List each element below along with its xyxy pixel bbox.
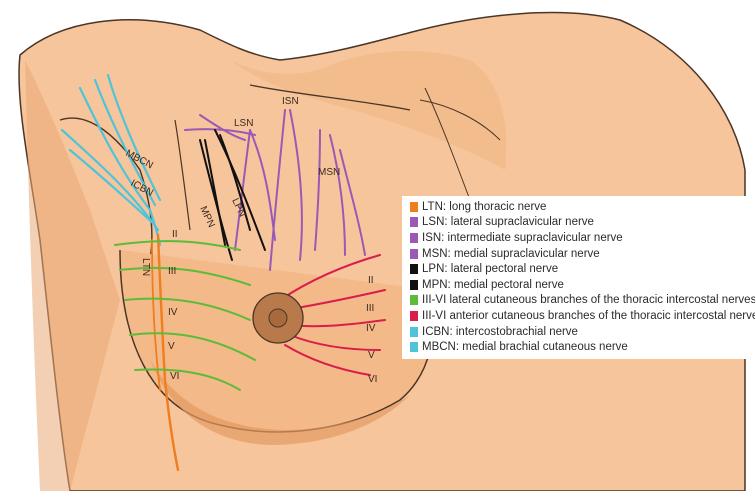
anterior-branch [279, 254, 381, 301]
lateral-branch [119, 266, 251, 286]
lateral-branch [114, 240, 241, 251]
legend-item: MBCN: medial brachial cutaneous nerve [410, 339, 754, 355]
rib-label-lateral: VI [170, 371, 179, 382]
legend-swatch [410, 295, 418, 306]
lpn-branch [214, 129, 266, 251]
legend-item: MPN: medial pectoral nerve [410, 277, 754, 293]
chest-fold [174, 119, 191, 231]
axilla-fold [59, 117, 153, 261]
legend-text: LSN: lateral supraclavicular nerve [422, 216, 594, 229]
msn-branch [314, 129, 321, 251]
legend-swatch [410, 326, 418, 337]
nipple [268, 308, 288, 328]
rib-label-anterior: IV [366, 323, 376, 334]
lsn-branch [199, 114, 246, 141]
legend-swatch [410, 279, 418, 290]
rib-label-anterior: V [368, 350, 375, 361]
legend-item: III-VI anterior cutaneous branches of th… [410, 308, 755, 324]
legend-swatch [410, 342, 418, 353]
legend-text: MBCN: medial brachial cutaneous nerve [422, 341, 628, 354]
rib-label-lateral: III [168, 266, 176, 277]
lateral-branch [124, 297, 251, 321]
sternal-notch-line [424, 87, 471, 201]
rib-label-anterior: II [368, 275, 374, 286]
legend-item: MSN: medial supraclavicular nerve [410, 246, 754, 262]
legend-item: LTN: long thoracic nerve [410, 199, 754, 215]
icbn-branch [68, 148, 157, 227]
anterior-branch [284, 344, 371, 376]
anterior-branch [289, 334, 381, 351]
rib-label-anterior: III [366, 303, 374, 314]
label-isn: ISN [282, 96, 299, 107]
legend-item: LPN: lateral pectoral nerve [410, 261, 754, 277]
clavicle-line [249, 84, 411, 111]
legend-swatch [410, 264, 418, 275]
rib-label-lateral: IV [168, 307, 178, 318]
inframammary-shade [150, 360, 410, 445]
rib-label-lateral: II [172, 229, 178, 240]
mpn-branch [204, 139, 226, 246]
rib-label-lateral: V [168, 341, 175, 352]
legend-text: MSN: medial supraclavicular nerve [422, 247, 600, 260]
neck-shade [230, 50, 507, 171]
mbcn-branch [78, 86, 152, 212]
label-msn: MSN [318, 167, 340, 178]
legend-swatch [410, 232, 418, 243]
mbcn-branch [93, 78, 157, 207]
legend-item: ICBN: intercostobrachial nerve [410, 324, 754, 340]
msn-branch [329, 134, 346, 256]
legend-swatch [410, 201, 418, 212]
icbn-branch [60, 128, 160, 232]
arm-shade [25, 60, 120, 491]
legend-item: LSN: lateral supraclavicular nerve [410, 215, 754, 231]
lateral-branch [129, 332, 256, 361]
isn-branch [269, 109, 286, 271]
legend-text: LTN: long thoracic nerve [422, 200, 547, 213]
mbcn-icbn-nerves [60, 73, 162, 247]
legend-item: III-VI lateral cutaneous branches of the… [410, 293, 755, 309]
legend-text: ISN: intermediate supraclavicular nerve [422, 231, 623, 244]
legend-text: LPN: lateral pectoral nerve [422, 263, 559, 276]
mbcn-branch [106, 73, 162, 202]
msn-branch [339, 149, 366, 256]
ltn-nerve [156, 233, 180, 472]
ltn-nerve-2 [151, 239, 161, 391]
legend-text: ICBN: intercostobrachial nerve [422, 325, 578, 338]
legend-swatch [410, 248, 418, 259]
clavicle-line-2 [419, 99, 501, 141]
legend: LTN: long thoracic nerve LSN: lateral su… [402, 196, 755, 359]
lateral-branch [134, 368, 241, 391]
legend-swatch [410, 310, 418, 321]
rib-label-anterior: VI [368, 374, 377, 385]
legend-item: ISN: intermediate supraclavicular nerve [410, 230, 754, 246]
legend-text: MPN: medial pectoral nerve [422, 278, 564, 291]
lateral-cutaneous-nerves [114, 240, 256, 391]
label-ltn: LTN [140, 258, 151, 276]
lpn-branch [219, 134, 251, 231]
legend-text: III-VI anterior cutaneous branches of th… [422, 309, 755, 322]
label-lsn: LSN [234, 118, 253, 129]
legend-swatch [410, 217, 418, 228]
legend-text: III-VI lateral cutaneous branches of the… [422, 294, 755, 307]
isn-branch [289, 109, 303, 261]
